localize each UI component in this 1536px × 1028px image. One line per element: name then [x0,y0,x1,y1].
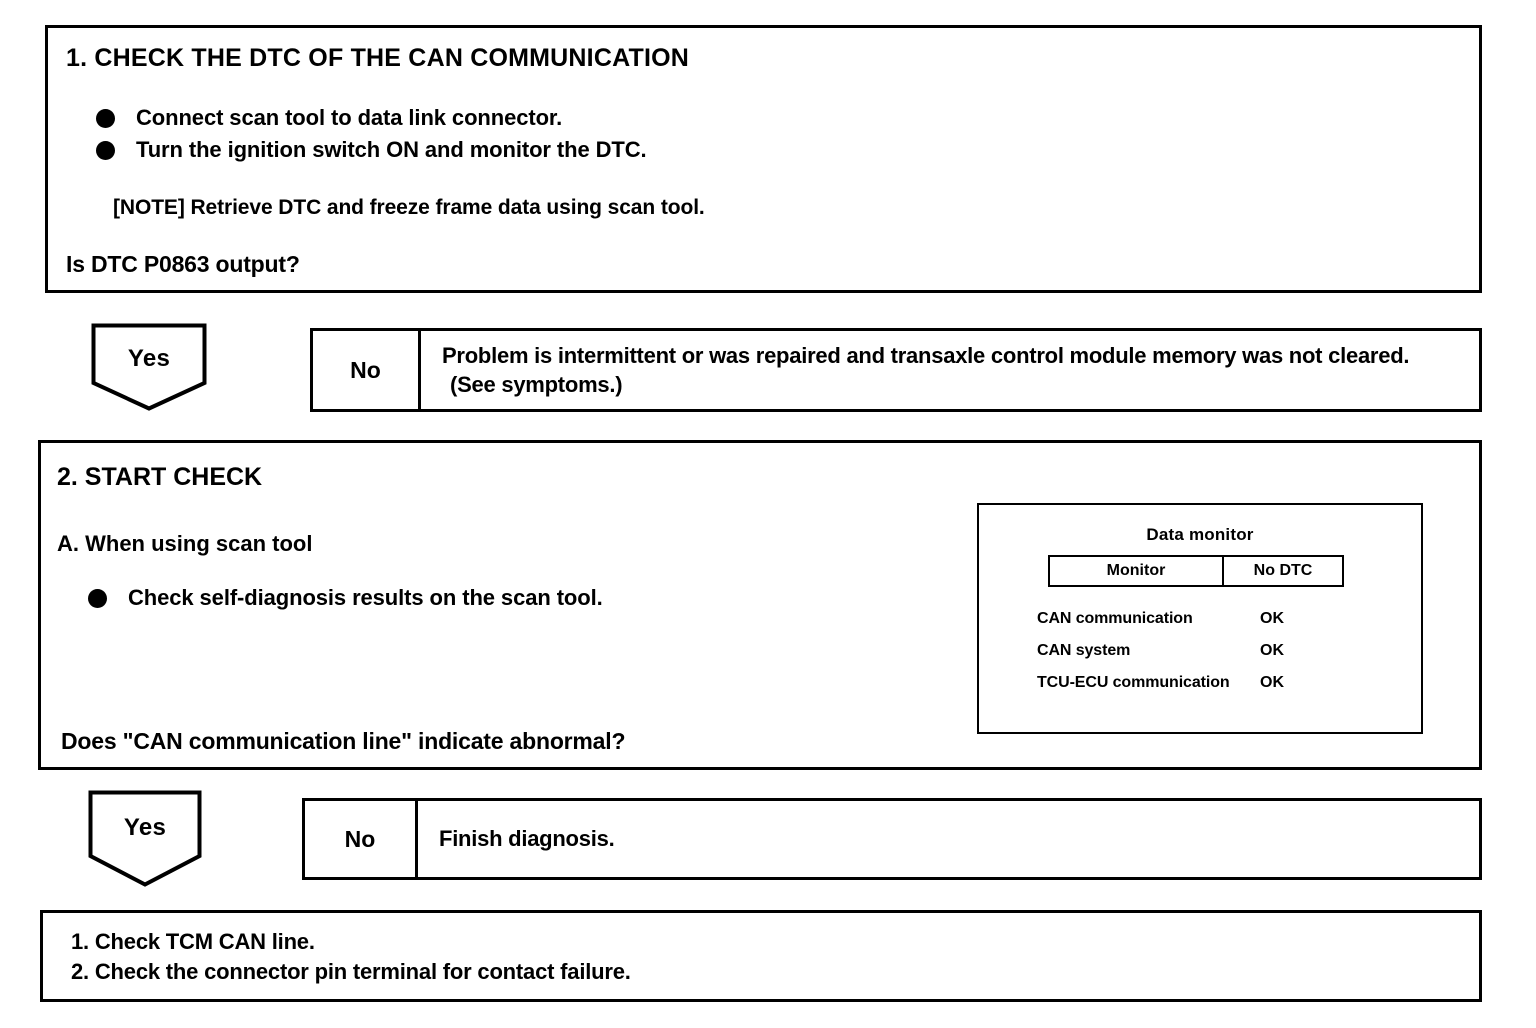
data-monitor-row: CAN system [1037,642,1130,660]
data-monitor-header-nodtc: No DTC [1253,562,1313,579]
step-1-box [45,25,1482,293]
step-1-bullet-1-label: Connect scan tool to data link connector… [136,105,563,130]
data-monitor-panel: Data monitor Monitor No DTC CAN communic… [977,503,1423,734]
step-2-bullet-1: Check self-diagnosis results on the scan… [88,585,603,611]
branch-1-no-row: No Problem is intermittent or was repair… [310,328,1482,412]
action-line-2: 2. Check the connector pin terminal for … [71,959,631,984]
step-1-question: Is DTC P0863 output? [66,251,300,277]
step-2-title: 2. START CHECK [57,463,263,491]
step-1-bullet-2: Turn the ignition switch ON and monitor … [96,137,647,163]
data-monitor-row-name: CAN system [1037,642,1131,659]
step-1-bullet-2-label: Turn the ignition switch ON and monitor … [136,137,647,162]
step-1-bullet-1: Connect scan tool to data link connector… [96,105,562,131]
branch-1-no-line-2: (See symptoms.) [450,372,623,397]
branch-1-no-line-1: Problem is intermittent or was repaired … [442,342,1410,368]
branch-1-yes-label: Yes [127,345,171,372]
bullet-icon [96,108,115,128]
data-monitor-row: CAN communication [1037,610,1193,628]
data-monitor-row-name: TCU-ECU communication [1037,674,1230,691]
branch-2-no-line-1: Finish diagnosis. [439,826,615,852]
step-2-subhead: A. When using scan tool [57,531,313,556]
branch-2-no-label: No [305,801,418,877]
pentagon-arrow-icon [91,323,207,411]
data-monitor-row-value: OK [1260,674,1284,691]
branch-1-yes-marker: Yes [91,323,207,411]
data-monitor-row: TCU-ECU communication [1037,674,1230,692]
step-2-bullet-1-label: Check self-diagnosis results on the scan… [128,585,603,610]
data-monitor-row-value: OK [1260,610,1284,627]
data-monitor-title: Data monitor [1146,525,1254,544]
branch-1-no-body: Problem is intermittent or was repaired … [421,331,1479,409]
branch-1-no-label: No [313,331,421,409]
data-monitor-row-name: CAN communication [1037,610,1193,627]
action-line-1: 1. Check TCM CAN line. [71,929,315,954]
branch-2-no-row: No Finish diagnosis. [302,798,1482,880]
branch-2-yes-marker: Yes [88,790,202,887]
pentagon-arrow-icon [88,790,202,887]
step-1-title: 1. CHECK THE DTC OF THE CAN COMMUNICATIO… [66,44,689,72]
bullet-icon [88,588,107,608]
data-monitor-header-monitor: Monitor [1050,557,1224,585]
branch-2-yes-label: Yes [123,814,167,841]
data-monitor-row-value: OK [1260,642,1284,659]
action-box [40,910,1482,1002]
step-2-question: Does "CAN communication line" indicate a… [61,728,626,754]
bullet-icon [96,140,115,160]
branch-2-no-body: Finish diagnosis. [418,801,1479,877]
data-monitor-header-row: Monitor No DTC [1048,555,1344,587]
step-1-note: [NOTE] Retrieve DTC and freeze frame dat… [113,196,705,219]
